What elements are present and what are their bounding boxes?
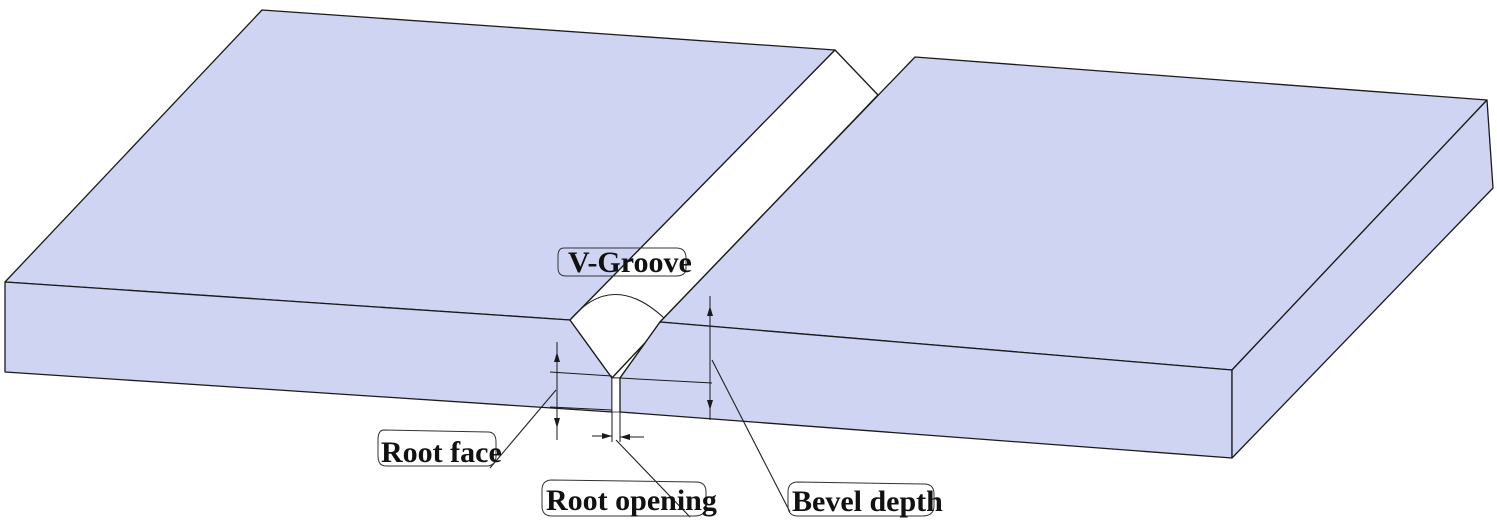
right-plate bbox=[619, 56, 1494, 459]
right-plate-front-face bbox=[619, 321, 1233, 459]
right-plate-side-face bbox=[1231, 99, 1494, 459]
dimension-lines bbox=[549, 296, 713, 442]
v-groove-angle-arc bbox=[569, 293, 665, 321]
root-face-label: Root face bbox=[381, 436, 502, 469]
label-callouts bbox=[377, 247, 935, 517]
bevel-depth-label: Bevel depth bbox=[792, 485, 943, 518]
root-opening-gap bbox=[611, 377, 621, 413]
leader-lines bbox=[489, 359, 791, 518]
root-opening-label: Root opening bbox=[546, 484, 717, 517]
left-plate bbox=[4, 9, 836, 413]
v-groove-label: V-Groove bbox=[568, 246, 692, 279]
